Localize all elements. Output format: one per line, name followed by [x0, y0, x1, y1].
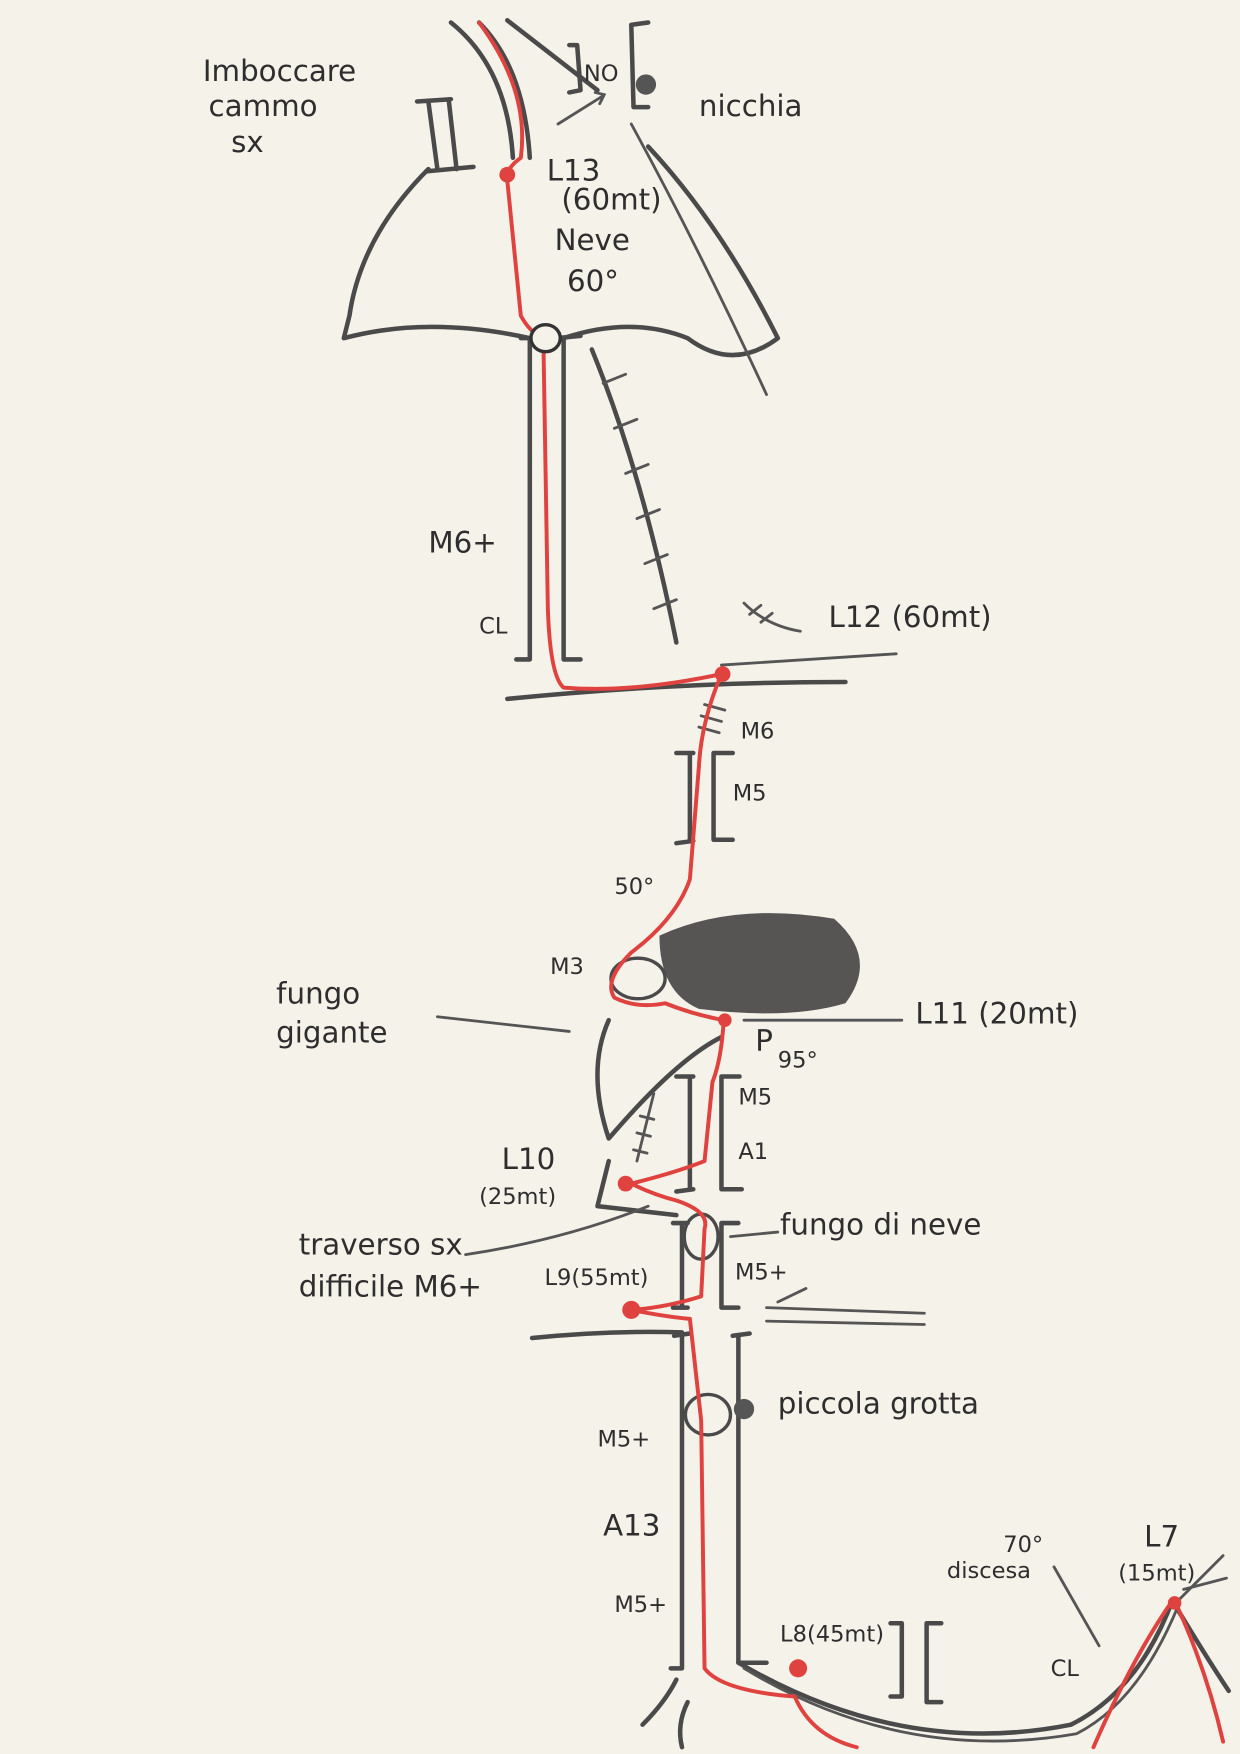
label-cl: CL: [479, 614, 508, 640]
belay-stations: [499, 166, 1182, 1678]
label-m6: M6: [741, 718, 775, 744]
label-m5plus-b: M5+: [597, 1426, 650, 1452]
label-neve-angle: 60°: [567, 264, 619, 298]
annotations: Imboccare cammo sx NO nicchia L13 (60mt)…: [203, 54, 1195, 1682]
label-m5plus-a: M5+: [735, 1259, 788, 1285]
label-traverso: traverso sx: [299, 1228, 463, 1262]
label-50deg: 50°: [614, 874, 654, 900]
belay-l8: [789, 1659, 808, 1678]
cave-mark: [733, 1398, 755, 1420]
label-a13: A13: [603, 1508, 660, 1542]
giant-mushroom-shadow: [659, 913, 860, 1014]
label-m3: M3: [550, 954, 584, 980]
label-nicchia: nicchia: [699, 89, 803, 123]
top-mushroom-mark: [529, 322, 562, 354]
label-sx: sx: [231, 125, 264, 159]
label-l13-length: (60mt): [561, 183, 661, 217]
rock-outlines: [341, 18, 1231, 1750]
label-imboccare: Imboccare: [203, 54, 356, 88]
label-l12: L12 (60mt): [829, 600, 992, 634]
label-m5plus-c: M5+: [614, 1592, 667, 1618]
label-a1: A1: [738, 1139, 768, 1165]
label-gigante: gigante: [276, 1016, 387, 1050]
label-neve: Neve: [555, 223, 630, 257]
snow-mushroom-mark: [682, 1212, 720, 1261]
label-piccola-grotta: piccola grotta: [778, 1387, 979, 1421]
belay-l11: [718, 1013, 732, 1027]
label-no: NO: [584, 61, 619, 87]
belay-l9: [622, 1300, 641, 1319]
label-l7: L7: [1144, 1520, 1179, 1554]
niche-mark: [635, 74, 657, 95]
label-fungo-di-neve: fungo di neve: [780, 1207, 981, 1241]
label-m5-b: M5: [738, 1085, 772, 1111]
label-fungo: fungo: [276, 976, 360, 1010]
label-70deg: 70°: [1003, 1532, 1043, 1558]
small-cave-mark: [683, 1392, 733, 1437]
label-m6plus: M6+: [428, 525, 496, 559]
label-l8: L8(45mt): [780, 1621, 884, 1647]
label-l10: L10: [502, 1142, 556, 1176]
label-p: P: [755, 1024, 773, 1058]
belay-l7: [1167, 1596, 1182, 1610]
belay-l10: [617, 1175, 634, 1192]
label-95deg: 95°: [778, 1048, 818, 1074]
label-m5: M5: [733, 780, 767, 806]
label-l11: L11 (20mt): [915, 997, 1078, 1031]
label-l10-length: (25mt): [479, 1184, 556, 1210]
climbing-route-line: [477, 20, 859, 1750]
label-cammo: cammo: [209, 89, 318, 123]
label-l9: L9(55mt): [544, 1265, 648, 1291]
label-l7-length: (15mt): [1118, 1560, 1195, 1586]
belay-l12: [714, 666, 731, 682]
label-cl-bottom: CL: [1051, 1656, 1080, 1682]
belay-l13: [499, 166, 516, 183]
label-discesa: discesa: [947, 1558, 1031, 1584]
label-difficile: difficile M6+: [299, 1269, 482, 1303]
label-l13: L13: [547, 153, 601, 187]
